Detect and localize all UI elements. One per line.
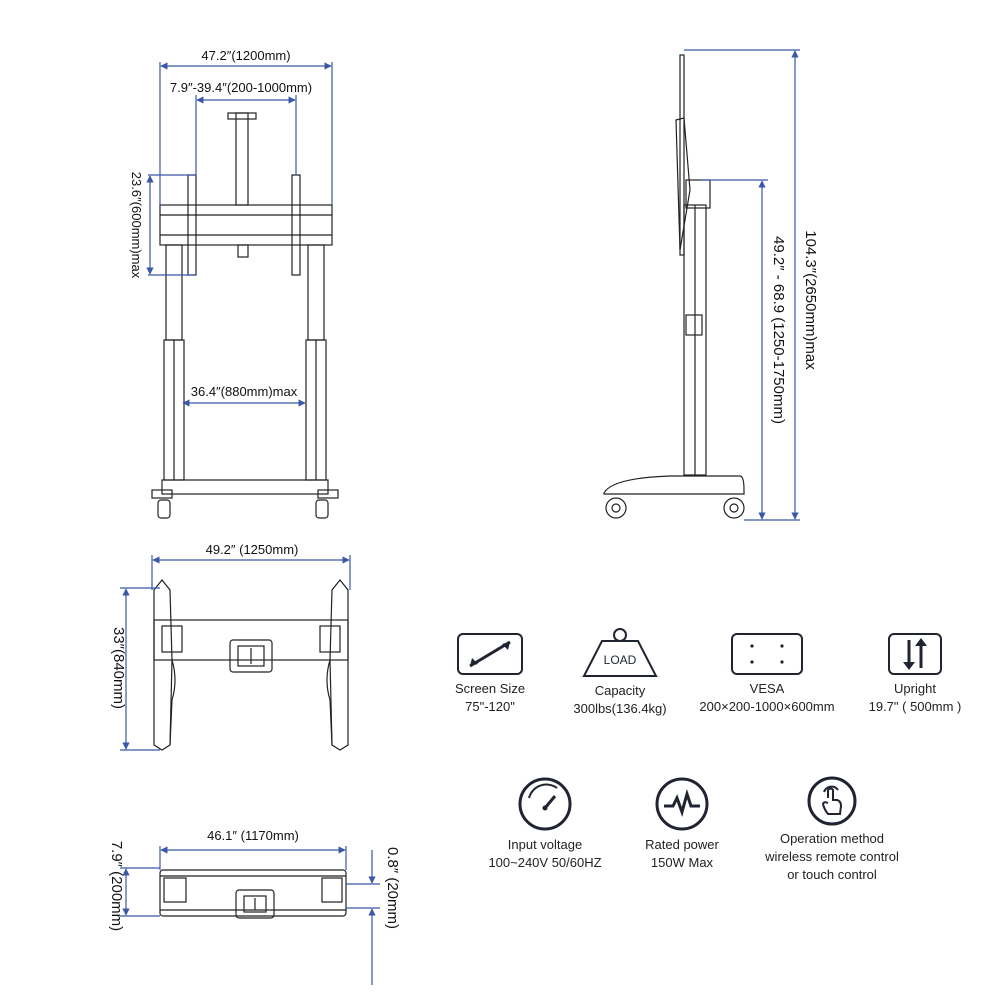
spec-upright-value: 19.7" ( 500mm ) [868,699,962,714]
side-view [603,54,745,519]
front-vesa-height-label: 23.6″(600mm)max [129,172,144,279]
upright-arrows-icon [888,633,942,675]
spec-rated-power: Rated power 150W Max [622,776,742,872]
bottom-depth-label: 7.9″ (200mm) [108,841,125,931]
front-vesa-width-label: 7.9″-39.4″(200-1000mm) [170,80,312,95]
spec-capacity-label: Capacity [594,683,646,698]
touch-hand-icon [807,776,857,826]
load-icon-text: LOAD [604,653,637,667]
side-height-range-label: 49.2″ - 68.9 (1250-1750mm) [770,236,787,424]
vesa-pattern-icon [731,633,803,675]
front-overall-width-label: 47.2″(1200mm) [201,48,290,63]
bottom-view-dimensions [120,846,380,985]
load-weight-icon: LOAD [582,628,658,677]
spec-input-voltage-value: 100~240V 50/60HZ [488,855,602,870]
spec-rated-power-value: 150W Max [650,855,714,870]
spec-screen-size-label: Screen Size [454,681,526,696]
spec-operation-method-value-2: or touch control [787,867,877,882]
spec-rated-power-label: Rated power [645,837,719,852]
top-base-width-label: 49.2″ (1250mm) [206,542,299,557]
voltage-gauge-icon [518,777,572,831]
front-inner-width-label: 36.4″(880mm)max [191,384,298,399]
spec-operation-method-value: wireless remote control [765,849,899,864]
side-view-dimensions [684,49,800,521]
spec-operation-method: Operation method wireless remote control… [752,776,912,884]
top-base-depth-label: 33″(840mm) [110,627,127,709]
top-view [153,579,349,751]
bottom-view [159,869,347,919]
spec-vesa-value: 200×200-1000×600mm [699,699,835,714]
spec-capacity-value: 300lbs(136.4kg) [573,701,667,716]
front-view [151,112,339,519]
spec-vesa: VESA 200×200-1000×600mm [692,632,842,716]
front-view-dimensions [146,62,333,407]
spec-vesa-label: VESA [749,681,785,696]
side-total-height-label: 104.3″(2650mm)max [802,230,819,370]
spec-screen-size: Screen Size 75"-120" [430,632,550,716]
spec-upright-label: Upright [894,681,936,696]
power-pulse-icon [655,777,709,831]
spec-operation-method-label: Operation method [779,831,885,846]
spec-input-voltage-label: Input voltage [507,837,583,852]
bottom-width-label: 46.1″ (1170mm) [207,828,299,843]
screen-size-icon [457,633,523,675]
spec-input-voltage: Input voltage 100~240V 50/60HZ [470,776,620,872]
top-view-dimensions [120,555,351,751]
spec-capacity: LOAD Capacity 300lbs(136.4kg) [560,626,680,718]
spec-upright: Upright 19.7" ( 500mm ) [855,632,975,716]
spec-screen-size-value: 75"-120" [465,699,515,714]
bottom-clearance-label: 0.8″ (20mm) [384,847,401,929]
